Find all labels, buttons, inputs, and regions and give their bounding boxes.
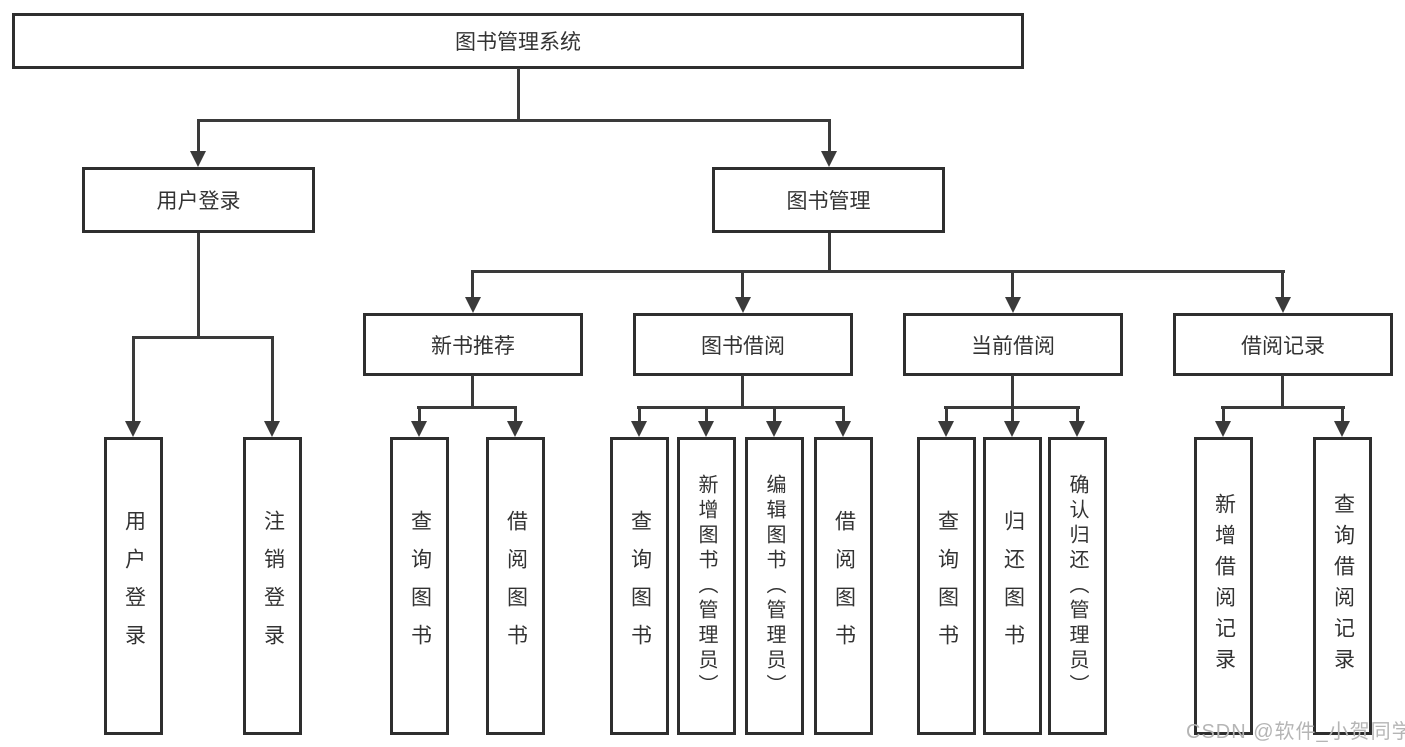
- connector-line: [1281, 375, 1284, 409]
- arrow-down-icon: [465, 297, 481, 313]
- connector-line: [1222, 406, 1225, 424]
- arrow-down-icon: [735, 297, 751, 313]
- arrow-down-icon: [264, 421, 280, 437]
- connector-line: [132, 336, 135, 424]
- connector-line: [1281, 270, 1284, 299]
- connector-line: [1011, 375, 1014, 409]
- connector-line: [514, 406, 517, 424]
- arrow-down-icon: [125, 421, 141, 437]
- leaf-user-login: 用户登录: [104, 437, 163, 735]
- leaf-add-borrow-record: 新增借阅记录: [1194, 437, 1253, 735]
- arrow-down-icon: [821, 151, 837, 167]
- connector-line: [1076, 406, 1079, 424]
- watermark: CSDN @软件_小贺同学: [1186, 721, 1405, 743]
- connector-line: [705, 406, 708, 424]
- connector-line: [197, 119, 200, 153]
- node-library-system: 图书管理系统: [12, 13, 1024, 69]
- node-borrow-records: 借阅记录: [1173, 313, 1393, 376]
- connector-line: [1011, 406, 1014, 424]
- connector-line: [741, 270, 744, 299]
- leaf-borrow-books-1: 借阅图书: [486, 437, 545, 735]
- node-book-management: 图书管理: [712, 167, 945, 233]
- arrow-down-icon: [1334, 421, 1350, 437]
- leaf-logout: 注销登录: [243, 437, 302, 735]
- arrow-down-icon: [1005, 297, 1021, 313]
- node-new-book-recommend: 新书推荐: [363, 313, 583, 376]
- leaf-edit-book-admin: 编辑图书（管理员）: [745, 437, 804, 735]
- connector-line: [637, 406, 845, 409]
- connector-line: [197, 119, 831, 122]
- leaf-query-borrow-record: 查询借阅记录: [1313, 437, 1372, 735]
- leaf-return-book: 归还图书: [983, 437, 1042, 735]
- arrow-down-icon: [631, 421, 647, 437]
- node-book-borrow: 图书借阅: [633, 313, 853, 376]
- arrow-down-icon: [766, 421, 782, 437]
- arrow-down-icon: [938, 421, 954, 437]
- arrow-down-icon: [1275, 297, 1291, 313]
- node-current-borrow: 当前借阅: [903, 313, 1123, 376]
- connector-line: [828, 233, 831, 273]
- arrow-down-icon: [190, 151, 206, 167]
- node-user-login: 用户登录: [82, 167, 315, 233]
- arrow-down-icon: [1069, 421, 1085, 437]
- leaf-query-books-1: 查询图书: [390, 437, 449, 735]
- connector-line: [945, 406, 948, 424]
- arrow-down-icon: [698, 421, 714, 437]
- connector-line: [1221, 406, 1345, 409]
- connector-line: [471, 270, 474, 299]
- arrow-down-icon: [835, 421, 851, 437]
- arrow-down-icon: [411, 421, 427, 437]
- leaf-query-books-3: 查询图书: [917, 437, 976, 735]
- leaf-query-books-2: 查询图书: [610, 437, 669, 735]
- connector-line: [271, 336, 274, 424]
- connector-line: [828, 119, 831, 153]
- connector-line: [197, 233, 200, 339]
- leaf-add-book-admin: 新增图书（管理员）: [677, 437, 736, 735]
- connector-line: [842, 406, 845, 424]
- connector-line: [471, 375, 474, 409]
- connector-line: [1011, 270, 1014, 299]
- connector-line: [638, 406, 641, 424]
- arrow-down-icon: [1215, 421, 1231, 437]
- connector-line: [773, 406, 776, 424]
- connector-line: [1341, 406, 1344, 424]
- arrow-down-icon: [507, 421, 523, 437]
- connector-line: [418, 406, 421, 424]
- connector-line: [417, 406, 517, 409]
- connector-line: [741, 375, 744, 409]
- connector-line: [471, 270, 1285, 273]
- leaf-borrow-books-2: 借阅图书: [814, 437, 873, 735]
- connector-line: [132, 336, 274, 339]
- leaf-confirm-return-admin: 确认归还（管理员）: [1048, 437, 1107, 735]
- arrow-down-icon: [1004, 421, 1020, 437]
- connector-line: [517, 68, 520, 122]
